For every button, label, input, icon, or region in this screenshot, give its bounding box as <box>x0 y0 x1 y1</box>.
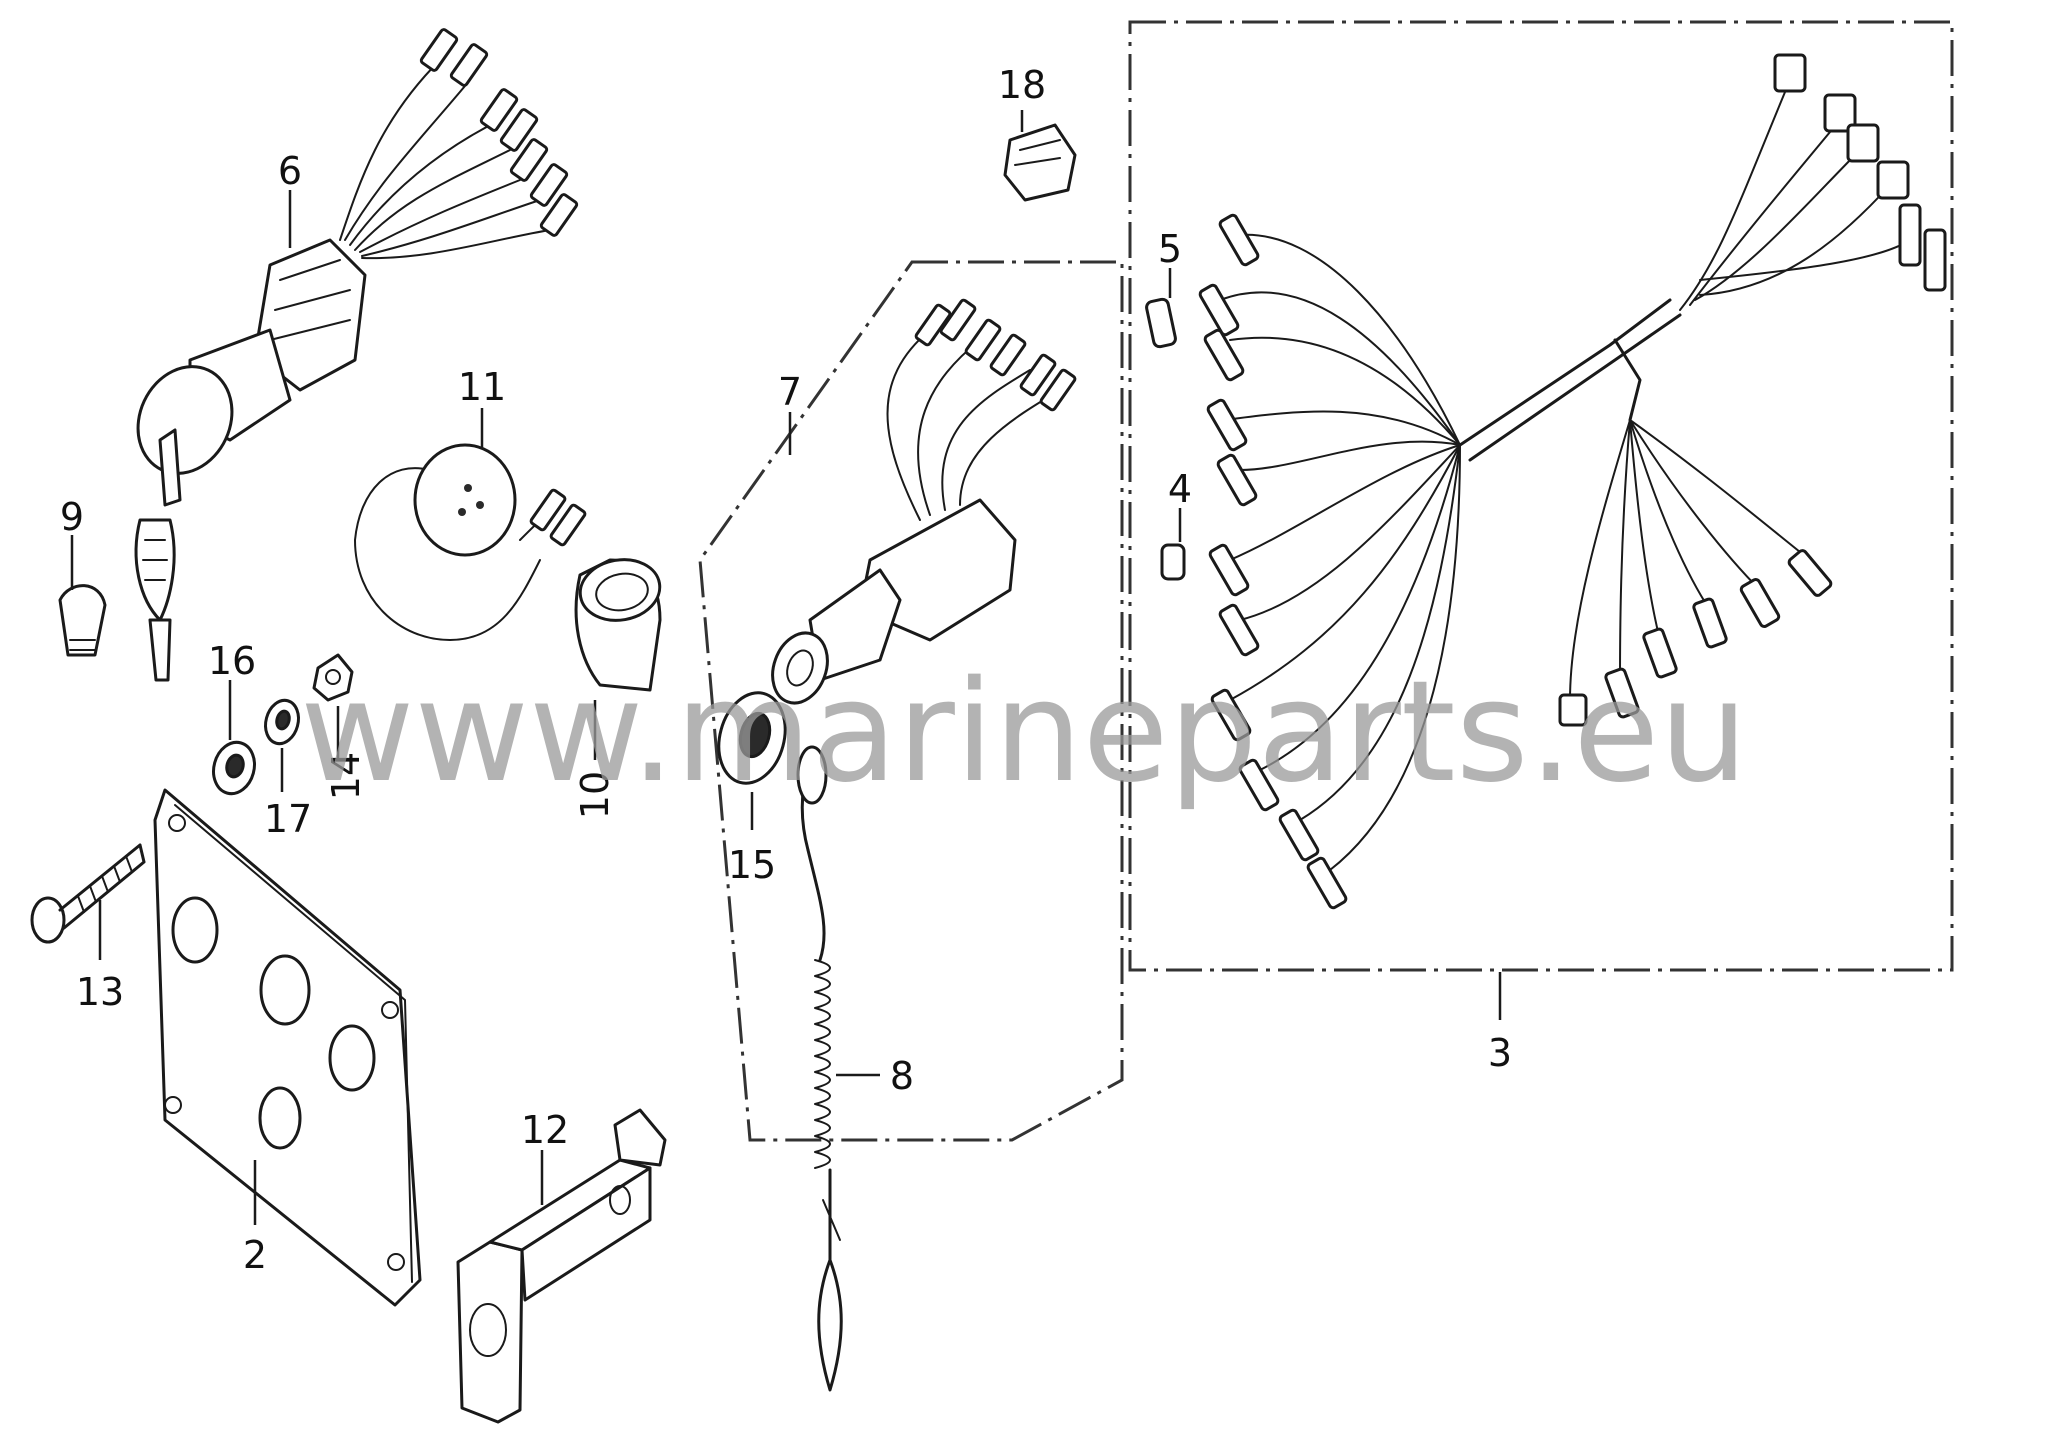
part-11-buzzer <box>354 443 587 641</box>
callout-11: 11 <box>458 365 506 409</box>
callout-7: 7 <box>778 370 802 414</box>
part-8-lanyard <box>796 745 843 1392</box>
callout-8: 8 <box>890 1054 914 1098</box>
callout-3: 3 <box>1488 1031 1512 1075</box>
part-3-wire-harness <box>1128 20 1954 972</box>
part-2-plate <box>153 788 422 1307</box>
part-15-ring <box>717 691 787 785</box>
callout-17: 17 <box>264 797 312 841</box>
callout-4: 4 <box>1168 467 1192 511</box>
callout-18: 18 <box>998 63 1046 107</box>
callout-15: 15 <box>728 843 776 887</box>
part-16-washer <box>212 740 256 796</box>
callout-6: 6 <box>278 149 302 193</box>
leader-lines <box>70 110 1502 1225</box>
part-12-bracket <box>456 1108 667 1424</box>
part-10-clamp <box>574 558 662 692</box>
callout-16: 16 <box>208 639 256 683</box>
part-7-switch-assembly <box>698 260 1124 1142</box>
callout-14: 14 <box>324 752 368 800</box>
part-5-pin <box>1145 297 1177 349</box>
callout-10: 10 <box>573 771 617 819</box>
part-14-nut <box>312 653 354 702</box>
part-13-screw <box>30 843 146 944</box>
callout-9: 9 <box>60 495 84 539</box>
callout-12: 12 <box>521 1108 569 1152</box>
callout-5: 5 <box>1158 227 1182 271</box>
part-6-key-switch <box>134 28 579 682</box>
watermark-text: www.marineparts.eu <box>300 651 1748 814</box>
part-9-clip <box>58 584 107 657</box>
part-18-connector <box>1003 123 1077 202</box>
callout-13: 13 <box>76 970 124 1014</box>
callout-labels: 2 3 4 5 6 7 8 9 10 11 12 13 14 15 16 17 … <box>60 63 1512 1277</box>
part-17-washer <box>264 698 300 746</box>
part-4-pin <box>1160 543 1186 581</box>
callout-2: 2 <box>243 1233 267 1277</box>
